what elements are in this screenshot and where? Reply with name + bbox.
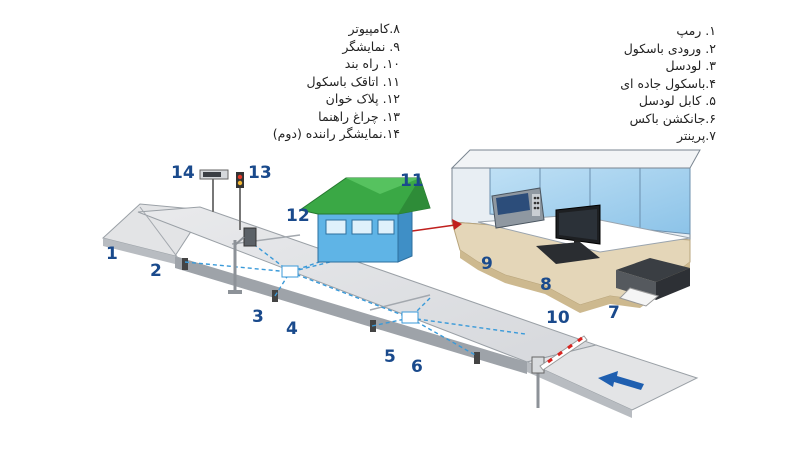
callout-junction-box: 6 <box>411 357 423 377</box>
callout-ramp: 1 <box>106 244 118 264</box>
callout-plate-reader: 12 <box>286 206 310 226</box>
legend-item-traffic-light: ۱۳. چراغ راهنما <box>318 108 400 124</box>
callout-driver-display: 14 <box>171 163 195 183</box>
legend-item-loadcell-cable: ۵. کابل لودسل <box>638 93 716 108</box>
legend-item-junction-box: ۶.جانکشن باکس <box>629 110 716 126</box>
junction-box-1 <box>281 265 299 278</box>
legend-item-ramp: ۱. رمپ <box>676 23 716 38</box>
legend-item-computer: ۸.کامپیوتر <box>348 21 400 36</box>
weighing-terminal <box>491 187 545 229</box>
callout-computer: 8 <box>540 275 552 295</box>
legend-item-barrier: ۱۰. راه بند <box>344 56 400 71</box>
legend-right: ۱. رمپ ۲. ورودی باسکول ۳. لودسل ۴.باسکول… <box>620 22 716 145</box>
legend-item-road-scale: ۴.باسکول جاده ای <box>620 75 716 91</box>
callout-barrier: 10 <box>546 308 570 328</box>
callout-loadcell-cable: 5 <box>384 347 396 367</box>
direction-arrow <box>598 371 644 390</box>
barrier <box>531 335 588 408</box>
legend-item-printer: ۷.پرینتر <box>677 128 716 143</box>
driver-display <box>199 169 229 212</box>
callout-traffic-light: 13 <box>248 163 272 183</box>
legend-left: ۸.کامپیوتر ۹. نمایشگر ۱۰. راه بند ۱۱. ات… <box>273 20 400 143</box>
computer <box>536 204 601 264</box>
callout-printer: 7 <box>608 303 620 323</box>
legend-item-driver-display: ۱۴.نمایشگر راننده (دوم) <box>272 126 400 141</box>
legend-item-display: ۹. نمایشگر <box>342 38 400 54</box>
callout-display: 9 <box>481 254 493 274</box>
plate-reader <box>228 227 257 294</box>
callout-loadcell: 3 <box>252 307 264 327</box>
callout-scale-entry: 2 <box>150 261 162 281</box>
callout-scale-cabin: 11 <box>400 171 424 191</box>
legend-item-scale-cabin: ۱۱. اتاقک باسکول <box>306 73 401 89</box>
traffic-light <box>236 172 244 230</box>
legend-item-loadcell: ۳. لودسل <box>665 58 716 73</box>
legend-item-scale-entry: ۲. ورودی باسکول <box>623 40 716 56</box>
junction-box-2 <box>401 311 419 324</box>
callout-road-scale: 4 <box>286 319 298 339</box>
scale-cabin <box>298 177 431 263</box>
legend-item-plate-reader: ۱۲. پلاک خوان <box>325 91 400 106</box>
printer <box>616 258 690 307</box>
